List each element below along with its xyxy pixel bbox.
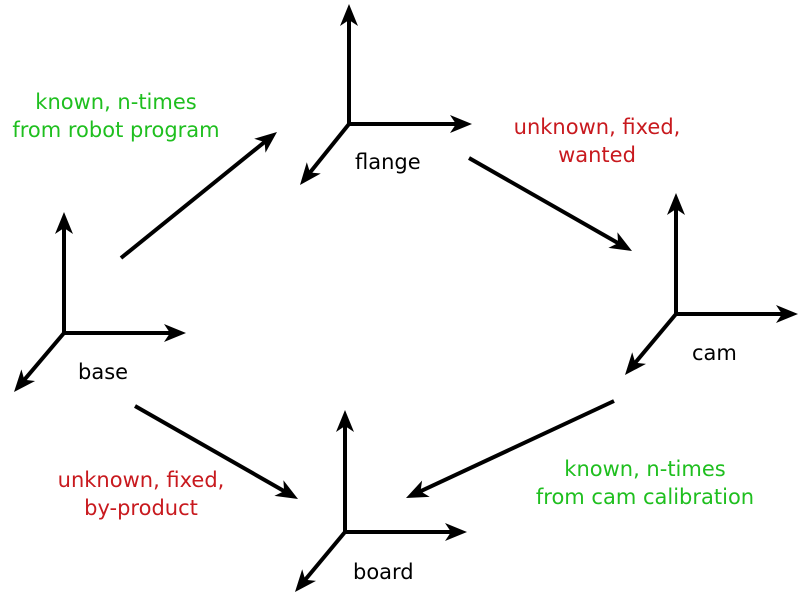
flange-to-cam-line2: wanted xyxy=(558,143,636,167)
flange-to-cam-label: unknown, fixed, wanted xyxy=(500,113,694,169)
arrow-base-to-flange-head xyxy=(254,132,277,153)
cam-y-axis xyxy=(633,312,678,365)
base-y-axis-head xyxy=(14,369,36,392)
flange-x-axis-head xyxy=(450,115,472,133)
board-x-axis-head xyxy=(445,523,467,541)
cam-to-board-line2: from cam calibration xyxy=(535,485,755,509)
cam-z-axis-head xyxy=(667,193,685,215)
cam-frame-axes xyxy=(633,208,783,365)
base-to-flange-line1: known, n-times xyxy=(35,90,197,114)
base-x-axis-head xyxy=(164,324,186,342)
board-y-axis-head xyxy=(295,569,316,592)
cam-y-axis-head xyxy=(625,352,646,375)
base-to-flange-label: known, n-times from robot program xyxy=(0,88,232,144)
base-z-axis-head xyxy=(55,212,73,234)
cam-label: cam xyxy=(692,341,737,365)
cam-to-board-line1: known, n-times xyxy=(564,457,726,481)
cam-x-axis-head xyxy=(776,305,798,323)
flange-frame-axes xyxy=(307,19,457,175)
base-label: base xyxy=(78,360,129,384)
arrow-base-to-board xyxy=(134,404,286,494)
arrow-cam-to-board-head xyxy=(406,480,430,498)
base-y-axis xyxy=(22,331,66,382)
flange-y-axis xyxy=(307,122,351,175)
cam-to-board-label: known, n-times from cam calibration xyxy=(520,455,770,511)
base-to-board-line2: by-product xyxy=(84,496,198,520)
board-z-axis-head xyxy=(336,410,354,432)
arrow-cam-to-board xyxy=(418,399,615,494)
arrow-base-to-board-head xyxy=(274,480,298,499)
base-frame-axes xyxy=(22,227,171,382)
flange-y-axis-head xyxy=(300,162,321,185)
arrow-base-to-flange xyxy=(119,139,267,260)
base-to-board-line1: unknown, fixed, xyxy=(57,468,225,492)
flange-label: flange xyxy=(355,150,421,174)
arrow-flange-to-cam xyxy=(468,156,620,246)
board-y-axis xyxy=(303,530,347,582)
base-to-board-label: unknown, fixed, by-product xyxy=(44,466,238,522)
flange-z-axis-head xyxy=(340,4,358,26)
flange-to-cam-line1: unknown, fixed, xyxy=(513,115,681,139)
base-to-flange-line2: from robot program xyxy=(12,118,220,142)
board-frame-axes xyxy=(303,425,452,582)
board-label: board xyxy=(353,560,414,584)
arrow-flange-to-cam-head xyxy=(608,232,632,251)
